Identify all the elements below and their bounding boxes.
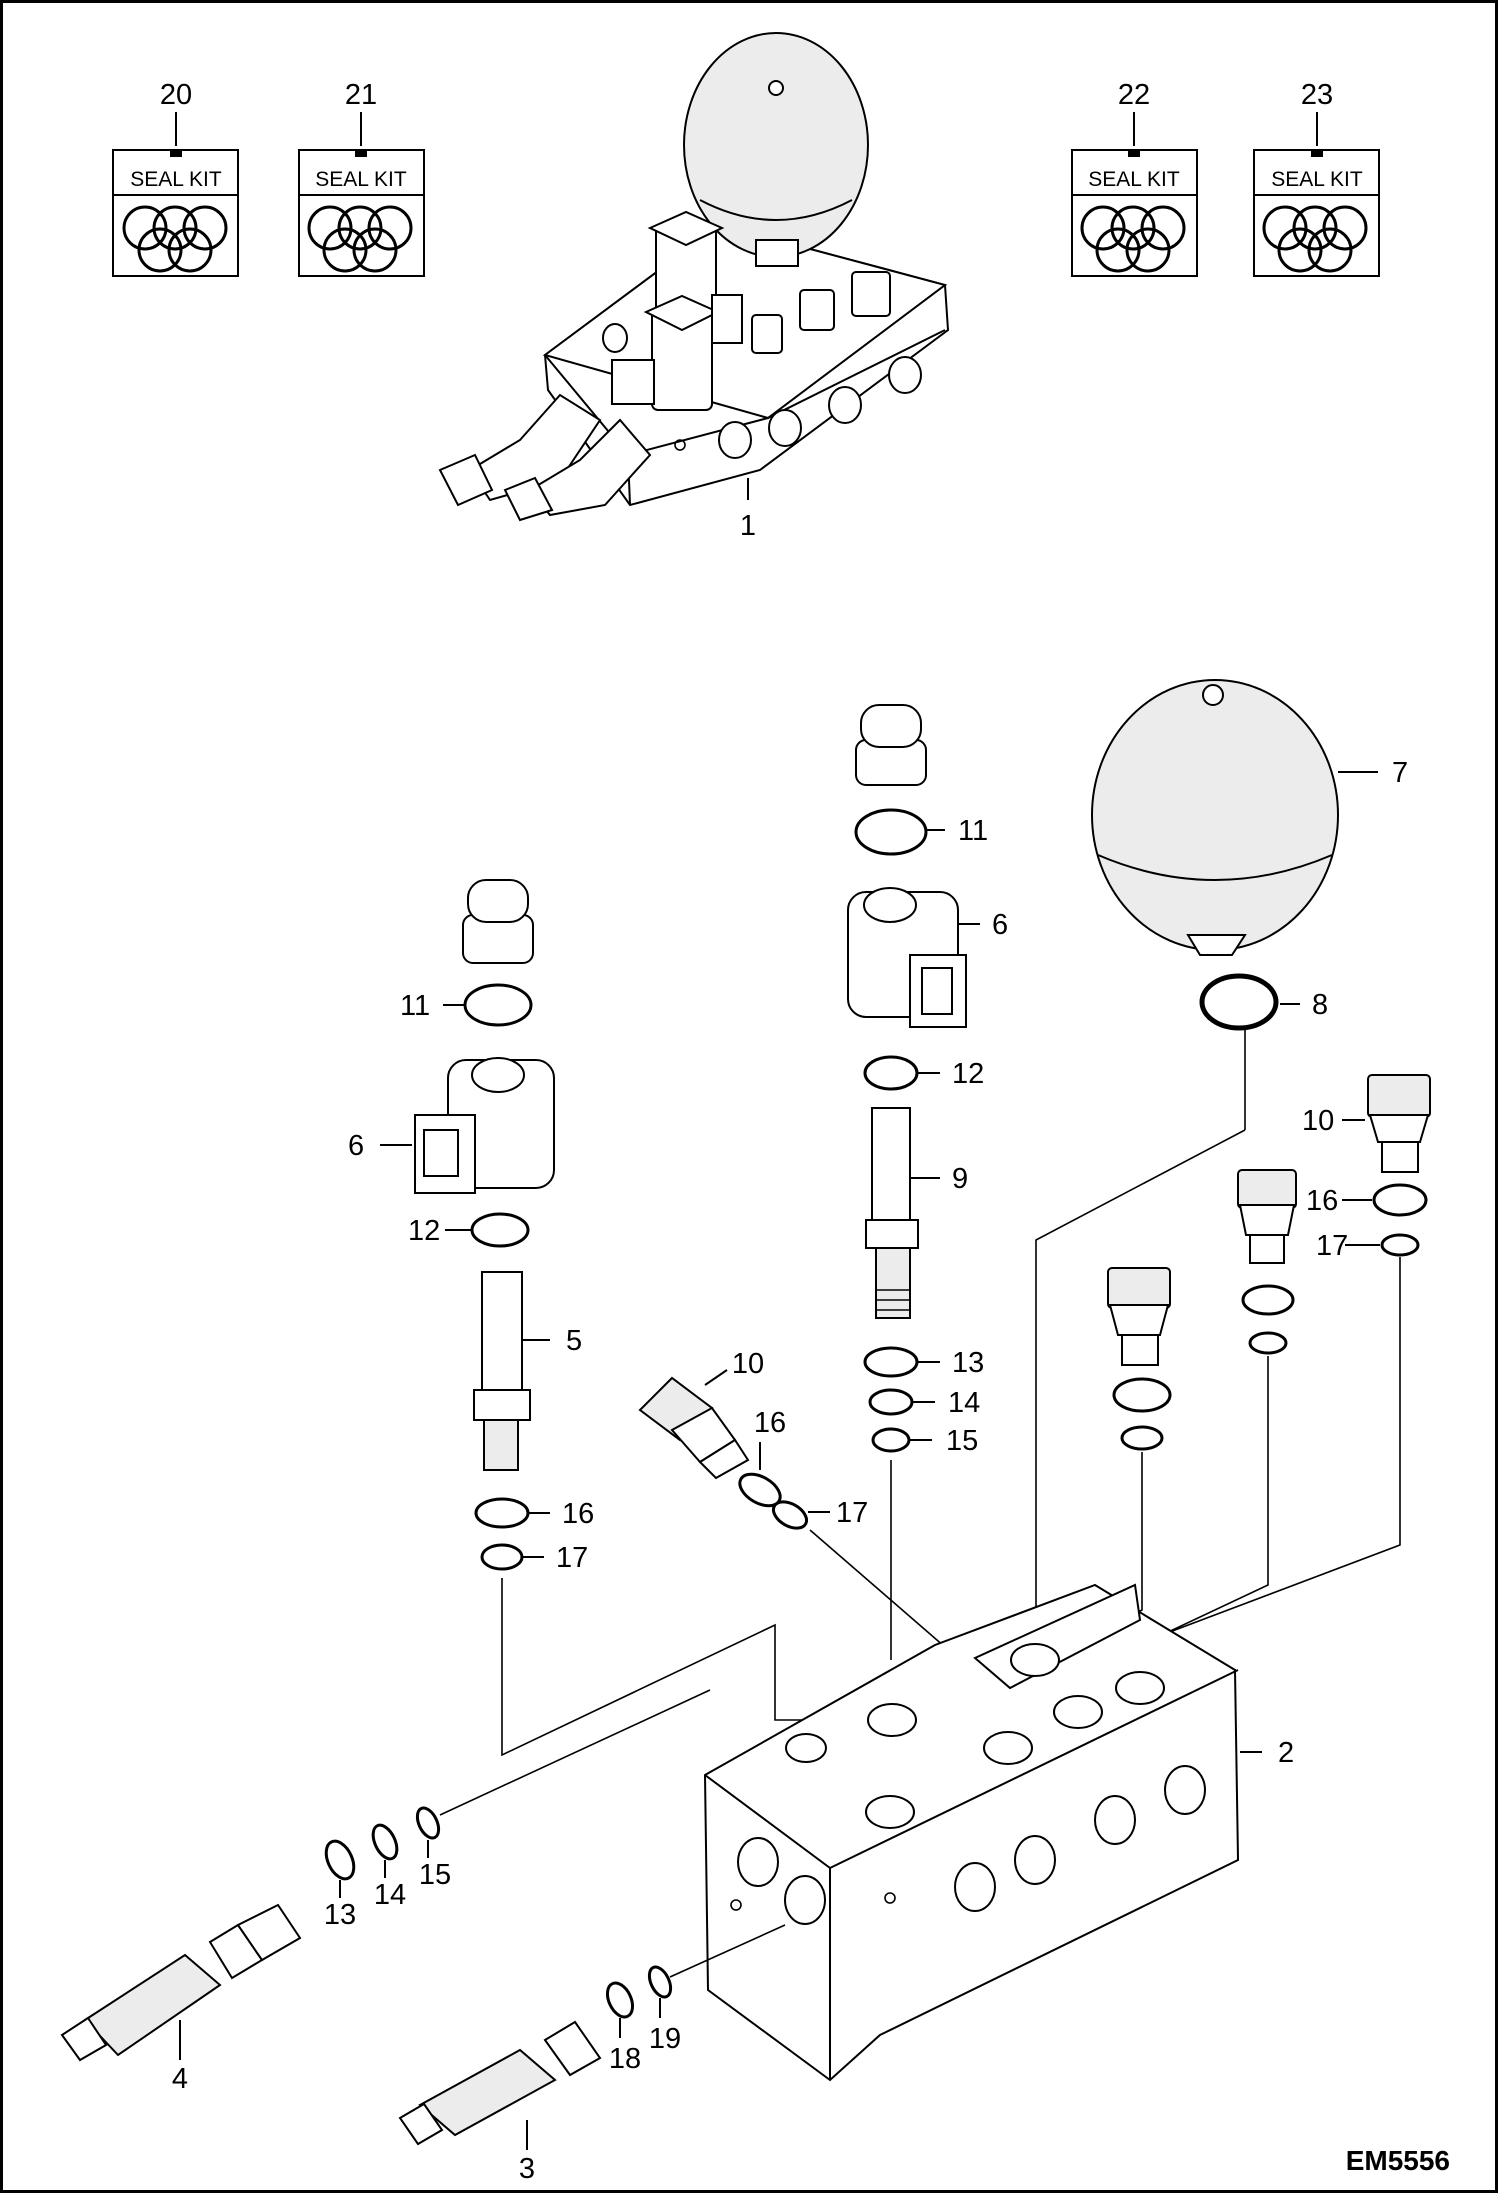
assembled-valve-block (438, 32, 950, 522)
o-ring-8 (1199, 973, 1279, 1031)
callout-18: 18 (609, 2043, 641, 2075)
callout-6-center: 6 (992, 909, 1008, 941)
callout-8: 8 (1312, 989, 1328, 1021)
accumulator-7 (1091, 679, 1339, 956)
callout-15-center: 15 (946, 1425, 978, 1457)
callout-1: 1 (740, 510, 756, 542)
callout-20: 20 (160, 79, 192, 111)
callout-6-left: 6 (348, 1130, 364, 1162)
callout-11-left: 11 (400, 990, 430, 1022)
callout-12-left: 12 (408, 1215, 440, 1247)
callout-16-right: 16 (1306, 1185, 1338, 1217)
callout-4: 4 (172, 2063, 188, 2095)
callout-3: 3 (519, 2153, 535, 2185)
seal-kit-label: SEAL KIT (1271, 168, 1363, 191)
valve-block-2 (703, 1583, 1262, 2082)
callout-22: 22 (1118, 79, 1150, 111)
cartridges-right (1004, 1074, 1431, 1701)
seal-kit-23: SEAL KIT (1253, 112, 1380, 277)
seal-kit-20: SEAL KIT (112, 112, 239, 277)
callout-23: 23 (1301, 79, 1333, 111)
seal-kit-22: SEAL KIT (1071, 112, 1198, 277)
callout-17-left: 17 (556, 1542, 588, 1574)
cartridge-4 (60, 1689, 711, 2062)
callout-11-center: 11 (958, 815, 988, 847)
callout-17-angled: 17 (836, 1497, 868, 1529)
solenoid-stack-center (847, 704, 967, 1660)
seal-kit-21: SEAL KIT (298, 112, 425, 277)
leader-lines-7-8 (1035, 771, 1378, 1640)
callout-14-center: 14 (948, 1387, 980, 1419)
seal-kit-label: SEAL KIT (315, 168, 407, 191)
callout-13-lower: 13 (324, 1899, 356, 1931)
seal-kit-label: SEAL KIT (130, 168, 222, 191)
diagram-code: EM5556 (1346, 2145, 1450, 2176)
callout-2: 2 (1278, 1737, 1294, 1769)
seal-kit-label: SEAL KIT (1088, 168, 1180, 191)
callout-labels: 20 21 22 23 1 7 11 6 8 12 11 9 6 10 12 1… (160, 79, 1408, 2185)
callout-15-lower: 15 (419, 1859, 451, 1891)
cartridge-10-angled (638, 1369, 961, 1661)
callout-5: 5 (566, 1325, 582, 1357)
callout-10-angled: 10 (732, 1348, 764, 1380)
callout-7: 7 (1392, 757, 1408, 789)
solenoid-stack-left (414, 879, 880, 1757)
leader-lines (380, 829, 1380, 1558)
callout-21: 21 (345, 79, 377, 111)
callout-16-left: 16 (562, 1498, 594, 1530)
callout-12-center: 12 (952, 1058, 984, 1090)
cartridge-3 (398, 1924, 786, 2150)
callout-19: 19 (649, 2023, 681, 2055)
callout-16-angled: 16 (754, 1407, 786, 1439)
callout-9: 9 (952, 1163, 968, 1195)
callout-14-lower: 14 (374, 1879, 406, 1911)
callout-17-right: 17 (1316, 1230, 1348, 1262)
callout-10-right: 10 (1302, 1105, 1334, 1137)
callout-13-center: 13 (952, 1347, 984, 1379)
